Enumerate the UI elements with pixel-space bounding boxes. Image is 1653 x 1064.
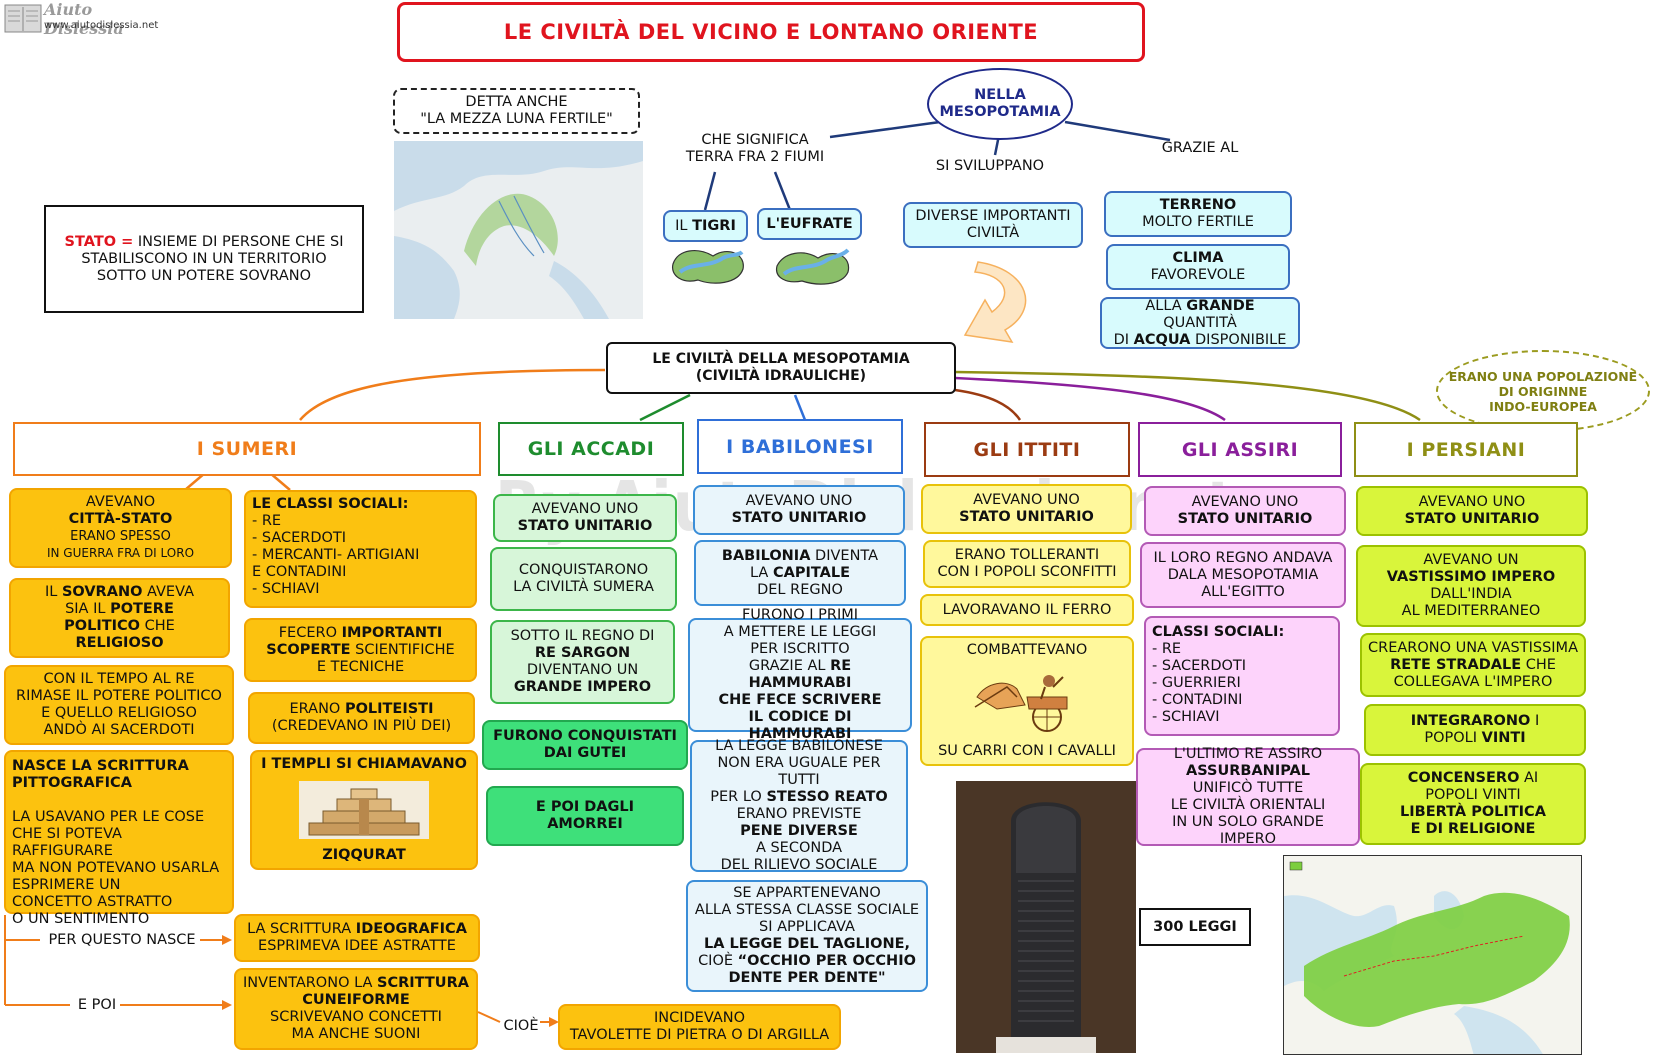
- tigri-box: IL TIGRI: [663, 210, 748, 242]
- header-babilonesi: I BABILONESI: [697, 419, 903, 474]
- sumeri-incidevano: INCIDEVANO TAVOLETTE DI PIETRA O DI ARGI…: [558, 1004, 841, 1050]
- ziqqurat-icon: [299, 781, 429, 839]
- sumeri-cuneiforme: INVENTARONO LA SCRITTURA CUNEIFORME SCRI…: [234, 968, 478, 1050]
- sumeri-tempo: CON IL TEMPO AL RE RIMASE IL POTERE POLI…: [4, 665, 234, 745]
- chariot-icon: [974, 675, 1068, 732]
- babilonesi-capitale: BABILONIA DIVENTA LA CAPITALE DEL REGNO: [694, 540, 906, 606]
- river-eufrate-icon: [776, 248, 850, 285]
- header-persiani: I PERSIANI: [1354, 422, 1578, 477]
- page-title: LE CIVILTÀ DEL VICINO E LONTANO ORIENTE: [503, 20, 1039, 44]
- ittiti-combattevano: COMBATTEVANO SU CARRI CON I CAVALLI: [920, 636, 1134, 766]
- page-title-box: LE CIVILTÀ DEL VICINO E LONTANO ORIENTE: [397, 2, 1145, 62]
- book-icon: [4, 4, 42, 33]
- sumeri-classi-sociali: LE CLASSI SOCIALI: - RE - SACERDOTI - ME…: [244, 490, 477, 608]
- fertile-crescent-map: [394, 141, 643, 319]
- e-poi-label: E POI: [77, 997, 117, 1013]
- mesopotamia-node: NELLA MESOPOTAMIA: [927, 68, 1073, 140]
- curved-arrow-icon: [963, 261, 1027, 343]
- ittiti-ferro: LAVORAVANO IL FERRO: [920, 594, 1134, 626]
- stato-term: STATO =: [64, 233, 134, 250]
- leggi-300-box: 300 LEGGI: [1139, 908, 1251, 946]
- per-questo-nasce-label: PER QUESTO NASCE: [48, 932, 196, 948]
- accadi-conquistarono: CONQUISTARONO LA CIVILTÀ SUMERA: [490, 547, 677, 611]
- stato-text: INSIEME DI PERSONE CHE SI STABILISCONO I…: [81, 233, 344, 284]
- che-significa-label: CHE SIGNIFICA TERRA FRA 2 FIUMI: [685, 132, 825, 165]
- header-ittiti: GLI ITTITI: [924, 422, 1130, 477]
- ittiti-tolleranti: ERANO TOLLERANTI CON I POPOLI SCONFITTI: [923, 540, 1131, 588]
- sumeri-sovrano: IL SOVRANO AVEVA SIA IL POTERE POLITICO …: [9, 578, 230, 658]
- logo-url: www.aiutodislessia.net: [44, 20, 159, 31]
- persian-empire-map: [1283, 855, 1582, 1055]
- sumeri-scrittura-pittografica: NASCE LA SCRITTURA PITTOGRAFICA LA USAVA…: [4, 750, 234, 927]
- accadi-amorrei: E POI DAGLI AMORREI: [486, 786, 684, 846]
- logo-name: Aiuto Dislessia: [44, 0, 124, 38]
- sumeri-scoperte: FECERO IMPORTANTI SCOPERTE SCIENTIFICHE …: [244, 618, 477, 682]
- assiri-classi-sociali: CLASSI SOCIALI: - RE - SACERDOTI - GUERR…: [1144, 616, 1340, 736]
- sumeri-templi: I TEMPLI SI CHIAMAVANO ZIQQURAT: [250, 750, 478, 870]
- persiani-concessero: CONCENSERO AI POPOLI VINTI LIBERTÀ POLIT…: [1360, 763, 1586, 845]
- babilonesi-leggi: FURONO I PRIMI A METTERE LE LEGGI PER IS…: [688, 607, 912, 742]
- header-sumeri: I SUMERI: [13, 422, 481, 476]
- babilonesi-taglione: SE APPARTENEVANO ALLA STESSA CLASSE SOCI…: [686, 880, 928, 992]
- babilonesi-legge: LA LEGGE BABILONESE NON ERA UGUALE PER T…: [690, 738, 908, 872]
- assiri-regno: IL LORO REGNO ANDAVA DALA MESOPOTAMIA AL…: [1140, 542, 1346, 608]
- logo: Aiuto Dislessia www.aiutodislessia.net: [0, 0, 175, 38]
- header-accadi: GLI ACCADI: [498, 422, 684, 476]
- hammurabi-stele-image: [956, 781, 1136, 1053]
- civilta-mesopotamia-node: LE CIVILTÀ DELLA MESOPOTAMIA (CIVILTÀ ID…: [606, 342, 956, 394]
- header-assiri: GLI ASSIRI: [1138, 422, 1342, 477]
- sumeri-politeisti: ERANO POLITEISTI (CREDEVANO IN PIÙ DEI): [248, 692, 475, 744]
- sumeri-ideografica: LA SCRITTURA IDEOGRAFICA ESPRIMEVA IDEE …: [234, 914, 480, 962]
- stato-definition: STATO = INSIEME DI PERSONE CHE SI STABIL…: [44, 205, 364, 313]
- si-sviluppano-label: SI SVILUPPANO: [935, 158, 1045, 174]
- persiani-integrarono: INTEGRARONO I POPOLI VINTI: [1364, 704, 1586, 756]
- river-tigri-icon: [672, 250, 744, 284]
- accadi-gutei: FURONO CONQUISTATI DAI GUTEI: [482, 720, 688, 770]
- grazie-al-label: GRAZIE AL: [1161, 140, 1239, 156]
- civilta-importanti-box: DIVERSE IMPORTANTI CIVILTÀ: [903, 202, 1083, 248]
- eufrate-box: L'EUFRATE: [757, 208, 862, 240]
- mezza-luna-label: DETTA ANCHE "LA MEZZA LUNA FERTILE": [393, 88, 640, 134]
- acqua-box: ALLA GRANDE QUANTITÀ DI ACQUA DISPONIBIL…: [1100, 297, 1300, 349]
- cioe-label: CIOÈ: [503, 1018, 539, 1034]
- indoeuropea-note: ERANO UNA POPOLAZIONE DI ORIGINNE INDO-E…: [1436, 350, 1650, 432]
